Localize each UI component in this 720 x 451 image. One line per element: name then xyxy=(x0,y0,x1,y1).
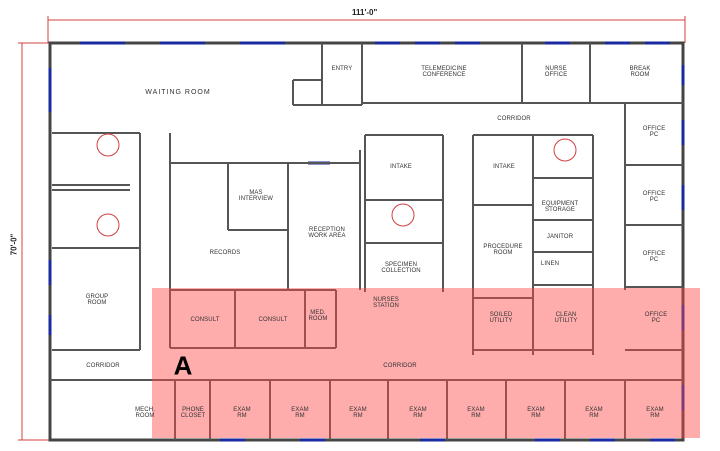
room-label-office: OFFICE PC xyxy=(642,191,666,203)
room-label-equipment-storage: EQUIPMENT STORAGE xyxy=(541,201,579,213)
room-label-waiting-room: WAITING ROOM xyxy=(145,89,211,96)
room-label-janitor: JANITOR xyxy=(546,234,574,240)
room-label-break-room: BREAK ROOM xyxy=(629,66,651,78)
room-label-exam: EXAM RM xyxy=(646,407,664,419)
room-label-exam: EXAM RM xyxy=(409,407,427,419)
dimension-lines xyxy=(18,16,686,441)
room-label-office: OFFICE PC xyxy=(642,126,666,138)
room-label-mech-room: MECH. ROOM xyxy=(135,407,155,419)
highlighted-area xyxy=(152,288,700,438)
room-label-office: OFFICE PC xyxy=(642,251,666,263)
room-label-exam: EXAM RM xyxy=(527,407,545,419)
room-label-entry: ENTRY xyxy=(331,66,353,72)
room-label-corridor: CORRIDOR xyxy=(497,116,531,122)
room-label-records: RECORDS xyxy=(209,250,241,256)
room-label-exam: EXAM RM xyxy=(585,407,603,419)
height-dimension: 70'-0" xyxy=(9,233,19,256)
width-dimension: 111'-0" xyxy=(352,8,378,17)
room-label-exam: EXAM RM xyxy=(233,407,251,419)
room-label-consult: CONSULT xyxy=(190,317,220,323)
room-label-med-room: MED. ROOM xyxy=(308,310,328,322)
interior-walls xyxy=(50,43,683,440)
room-label-intake: INTAKE xyxy=(493,164,515,170)
room-label-phone-closet: PHONE CLOSET xyxy=(180,407,206,419)
room-label-reception: RECEPTION WORK AREA xyxy=(308,227,346,239)
room-label-exam: EXAM RM xyxy=(349,407,367,419)
room-label-telemedicine: TELEMEDICINE CONFERENCE xyxy=(421,66,467,78)
room-label-corridor: CORRIDOR xyxy=(383,363,417,369)
room-label-nurses-station: NURSES STATION xyxy=(373,297,399,309)
room-label-procedure-room: PROCEDURE ROOM xyxy=(483,244,523,256)
windows xyxy=(48,41,685,442)
accessible-restroom-icons xyxy=(96,133,577,237)
room-label-exam: EXAM RM xyxy=(467,407,485,419)
room-label-clean-utility: CLEAN UTILITY xyxy=(554,312,578,324)
room-label-corridor: CORRIDOR xyxy=(86,363,120,369)
room-label-mas-interview: MAS INTERVIEW xyxy=(238,190,274,202)
room-label-group-room: GROUP ROOM xyxy=(85,294,109,306)
room-label-exam: EXAM RM xyxy=(291,407,309,419)
area-marker: A xyxy=(173,350,193,381)
room-label-nurse-office: NURSE OFFICE xyxy=(544,66,568,78)
room-label-soiled-utility: SOILED UTILITY xyxy=(489,312,513,324)
room-label-office: OFFICE PC xyxy=(644,312,668,324)
room-label-consult: CONSULT xyxy=(258,317,288,323)
room-label-specimen-collection: SPECIMEN COLLECTION xyxy=(381,262,421,274)
room-label-linen: LINEN xyxy=(540,261,560,267)
exterior-walls xyxy=(48,41,685,442)
room-label-intake: INTAKE xyxy=(390,164,412,170)
